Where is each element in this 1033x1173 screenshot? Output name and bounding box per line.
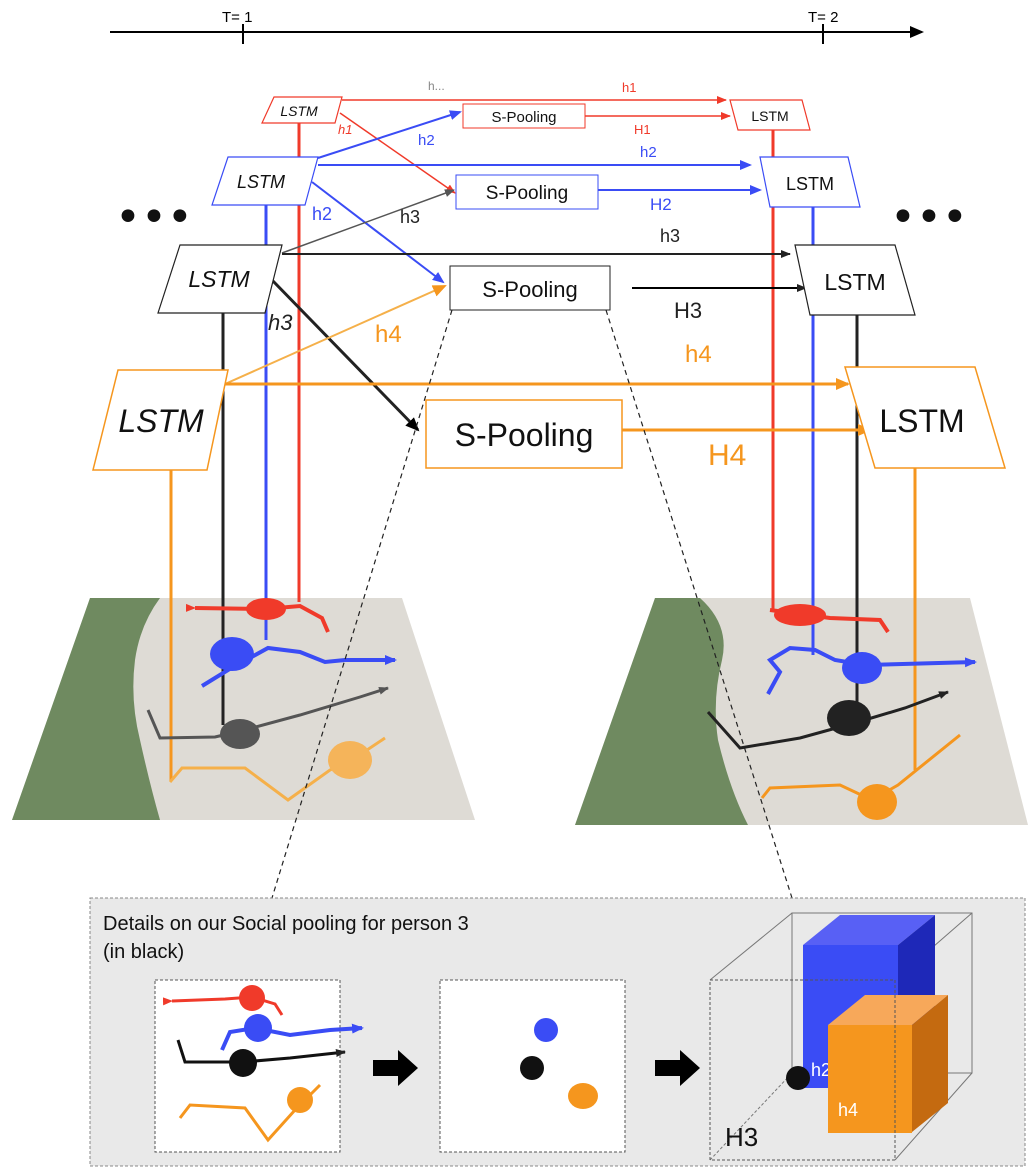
- svg-text:LSTM: LSTM: [237, 172, 285, 192]
- traj-t1-red: [185, 603, 330, 633]
- details-box-positions: [439, 979, 626, 1153]
- pos-orange: [568, 1083, 598, 1109]
- person-t2-red: [774, 604, 826, 626]
- scene-t1-grass: [12, 598, 160, 820]
- person-t1-orange: [328, 741, 372, 779]
- svg-text:LSTM: LSTM: [824, 269, 885, 295]
- cube-H3-label: H3: [725, 1122, 758, 1152]
- label-h3-diag: h3: [268, 310, 293, 335]
- details-title-line2: (in black): [103, 941, 184, 963]
- svg-text:LSTM: LSTM: [188, 266, 250, 292]
- lstm-nodes: LSTM LSTM LSTM LSTM LSTM LSTM LSTM: [92, 96, 1007, 471]
- edges: [224, 96, 872, 436]
- lstm-t2-person3: LSTM: [794, 244, 916, 316]
- scene-t1: [12, 598, 475, 820]
- lstm-t1-person1: LSTM: [261, 96, 343, 124]
- details-title-line1: Details on our Social pooling for person…: [103, 913, 469, 935]
- cube-front-face: [709, 979, 896, 1161]
- edge-blue-to-pool3: [311, 181, 445, 284]
- label-h4-diag: h4: [375, 321, 402, 348]
- edge-black-to-pool4: [270, 278, 420, 432]
- lstm-t1-person4: LSTM: [92, 369, 229, 471]
- svg-text:LSTM: LSTM: [118, 403, 204, 439]
- svg-text:LSTM: LSTM: [280, 103, 318, 119]
- zoom-line-right: [605, 309, 793, 899]
- spool-person1: S-Pooling: [462, 103, 586, 129]
- lstm-t2-person1: LSTM: [729, 99, 811, 131]
- cube-center-person: [786, 1066, 810, 1090]
- lstm-t1-person2: LSTM: [211, 156, 319, 206]
- details-arrow-2: [655, 1050, 700, 1086]
- edge-red-to-pool1: [339, 112, 456, 194]
- edge-blue-to-pool-top: [317, 110, 462, 159]
- label-h1-top: h1: [622, 80, 636, 95]
- trajectories-t1: [146, 598, 397, 802]
- edge-black-to-pool2: [281, 189, 455, 254]
- pooling-nodes: S-Pooling S-Pooling S-Pooling S-Pooling: [425, 103, 623, 469]
- details-arrow-1: [373, 1050, 418, 1086]
- mini-person-red: [239, 985, 265, 1011]
- t2-label: T= 2: [808, 9, 838, 26]
- traj-t2-orange: [760, 733, 961, 802]
- t1-label: T= 1: [222, 9, 252, 26]
- details-box-trajectories: [154, 979, 364, 1153]
- person-t1-blue: [210, 637, 254, 671]
- scene-t2-grass: [575, 598, 748, 825]
- mini-person-black: [229, 1049, 257, 1077]
- trajectories-t2: [706, 604, 977, 820]
- spool-person4: S-Pooling: [425, 399, 623, 469]
- svg-text:h4: h4: [838, 1100, 858, 1120]
- cube-block-h4: h4: [828, 995, 948, 1133]
- person-t2-blue: [842, 652, 882, 684]
- label-hdots: h...: [428, 79, 445, 93]
- label-h2-diag-top: h2: [418, 132, 435, 149]
- label-h3-top: h3: [660, 226, 680, 246]
- mini-person-orange: [287, 1087, 313, 1113]
- scene-t2: [575, 598, 1028, 825]
- label-H2: H2: [650, 195, 672, 214]
- zoom-line-left: [271, 309, 453, 899]
- pos-blue: [534, 1018, 558, 1042]
- mini-traj-blue: [220, 1023, 364, 1051]
- svg-text:LSTM: LSTM: [751, 108, 788, 124]
- ellipsis-left: •••: [115, 192, 193, 243]
- lstm-t1-person3: LSTM: [157, 244, 283, 314]
- label-H3: H3: [674, 298, 702, 323]
- label-H1: H1: [634, 122, 651, 137]
- spool-person2: S-Pooling: [455, 174, 599, 210]
- lstm-t2-person2: LSTM: [759, 156, 861, 208]
- svg-text:S-Pooling: S-Pooling: [482, 277, 577, 302]
- edge-orange-to-pool3: [224, 285, 447, 385]
- person-t1-black: [220, 719, 260, 749]
- svg-text:S-Pooling: S-Pooling: [491, 109, 556, 126]
- svg-text:S-Pooling: S-Pooling: [455, 417, 594, 453]
- mini-person-blue: [244, 1014, 272, 1042]
- label-h2-top: h2: [640, 144, 657, 161]
- person-t2-black: [827, 700, 871, 736]
- label-h2-diag: h2: [312, 204, 332, 224]
- details-box-cube: h2 h4 H3: [709, 912, 973, 1161]
- label-h1-diag: h1: [338, 122, 352, 137]
- pos-black: [520, 1056, 544, 1080]
- label-H4: H4: [708, 439, 746, 472]
- edge-labels: h... h1 H1 h1 h2 h2 H2 h2 h3 h3 H3 h3 h4…: [268, 79, 746, 472]
- label-h3-diag-top: h3: [400, 207, 420, 227]
- svg-text:LSTM: LSTM: [879, 403, 964, 439]
- person-t2-orange: [857, 784, 897, 820]
- ellipsis-right: •••: [890, 192, 968, 243]
- label-h4-top: h4: [685, 341, 712, 368]
- traj-t2-black: [706, 690, 949, 750]
- svg-text:h2: h2: [811, 1060, 831, 1080]
- timeline: T= 1 T= 2: [110, 9, 924, 44]
- details-panel: Details on our Social pooling for person…: [89, 897, 1026, 1167]
- svg-text:LSTM: LSTM: [786, 174, 834, 194]
- lstm-t2-person4: LSTM: [843, 366, 1007, 469]
- svg-text:S-Pooling: S-Pooling: [486, 183, 568, 204]
- person-t1-red: [246, 598, 286, 620]
- spool-person3: S-Pooling: [449, 265, 611, 311]
